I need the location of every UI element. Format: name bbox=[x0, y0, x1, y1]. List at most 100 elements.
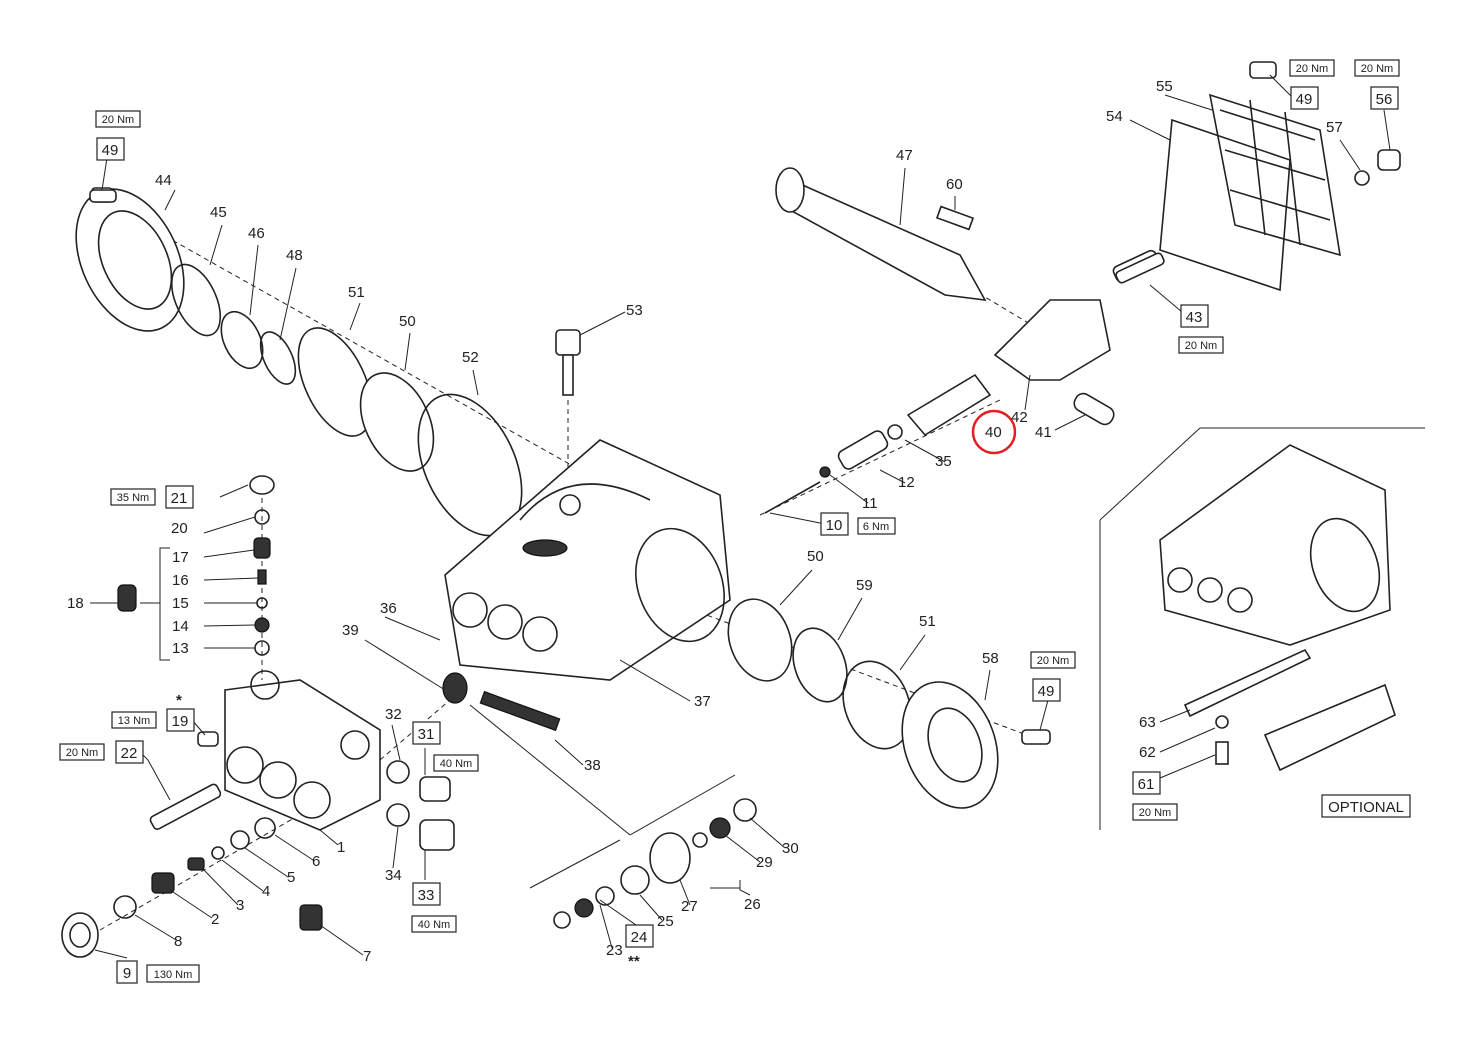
callout[interactable]: 32 bbox=[385, 706, 402, 723]
plunger-guide-40 bbox=[906, 373, 992, 437]
plunger-bolt-10 bbox=[764, 481, 821, 514]
plug-56 bbox=[1377, 149, 1401, 171]
callout[interactable]: 57 bbox=[1326, 119, 1343, 136]
callout[interactable]: 25 bbox=[657, 913, 674, 930]
screw-49-right bbox=[1021, 729, 1051, 745]
callout[interactable]: 48 bbox=[286, 247, 303, 264]
callout[interactable]: 23 bbox=[606, 942, 623, 959]
callout[interactable]: 39 bbox=[342, 622, 359, 639]
callout[interactable]: 46 bbox=[248, 225, 265, 242]
key-60 bbox=[935, 205, 975, 231]
part-box[interactable]: 56 bbox=[1376, 91, 1393, 108]
callout[interactable]: 12 bbox=[898, 474, 915, 491]
part-box[interactable]: 19 bbox=[172, 713, 189, 730]
callout[interactable]: 3 bbox=[236, 897, 244, 914]
part-box[interactable]: 31 bbox=[418, 726, 435, 743]
callout[interactable]: 37 bbox=[694, 693, 711, 710]
leader-lines bbox=[90, 74, 1391, 959]
torque-label: 40 Nm bbox=[418, 919, 450, 931]
callout[interactable]: 8 bbox=[174, 933, 182, 950]
part-box[interactable]: 49 bbox=[1038, 683, 1055, 700]
pin-41 bbox=[1073, 392, 1115, 426]
callout[interactable]: 17 bbox=[172, 549, 189, 566]
callout[interactable]: 53 bbox=[626, 302, 643, 319]
callout-highlighted[interactable]: 40 bbox=[985, 424, 1002, 441]
callout[interactable]: 13 bbox=[172, 640, 189, 657]
callout[interactable]: 29 bbox=[756, 854, 773, 871]
callout[interactable]: 14 bbox=[172, 618, 189, 635]
callout[interactable]: 18 bbox=[67, 595, 84, 612]
spring-16 bbox=[257, 569, 267, 585]
callout[interactable]: 20 bbox=[171, 520, 188, 537]
callout[interactable]: 58 bbox=[982, 650, 999, 667]
o-ring-32 bbox=[386, 760, 410, 784]
o-ring-51-right bbox=[842, 660, 912, 750]
torque-label: 20 Nm bbox=[66, 747, 98, 759]
callout[interactable]: 27 bbox=[681, 898, 698, 915]
callout[interactable]: 50 bbox=[399, 313, 416, 330]
callout[interactable]: 11 bbox=[862, 495, 878, 512]
callout[interactable]: 45 bbox=[210, 204, 227, 221]
retainer-27 bbox=[649, 832, 691, 884]
callout[interactable]: 4 bbox=[262, 883, 270, 900]
torque-label: 6 Nm bbox=[863, 521, 889, 533]
plunger-12 bbox=[837, 430, 889, 470]
part-box[interactable]: 49 bbox=[102, 142, 119, 159]
callout[interactable]: 51 bbox=[919, 613, 936, 630]
callout[interactable]: 5 bbox=[287, 869, 295, 886]
callout[interactable]: 59 bbox=[856, 577, 873, 594]
o-ring-6 bbox=[254, 817, 276, 839]
part-box[interactable]: 10 bbox=[826, 517, 843, 534]
bolt-22 bbox=[149, 783, 222, 830]
bearing-cover-44 bbox=[75, 187, 185, 332]
callout[interactable]: 60 bbox=[946, 176, 963, 193]
plug-33 bbox=[419, 819, 455, 851]
torque-label: 20 Nm bbox=[102, 114, 134, 126]
valve-assembly-18 bbox=[117, 584, 137, 612]
o-ring-45 bbox=[170, 263, 222, 337]
callout[interactable]: 35 bbox=[935, 453, 952, 470]
part-box[interactable]: 43 bbox=[1186, 309, 1203, 326]
asterisk-mark: * bbox=[176, 692, 182, 709]
manifold-1 bbox=[224, 670, 381, 831]
part-box[interactable]: 33 bbox=[418, 887, 435, 904]
callout[interactable]: 15 bbox=[172, 595, 189, 612]
callout[interactable]: 62 bbox=[1139, 744, 1156, 761]
part-box[interactable]: 24 bbox=[631, 929, 648, 946]
callout[interactable]: 38 bbox=[584, 757, 601, 774]
washer-30 bbox=[733, 798, 757, 822]
bearing-50-right bbox=[727, 598, 793, 682]
part-box[interactable]: 9 bbox=[123, 965, 131, 982]
callout[interactable]: 6 bbox=[312, 853, 320, 870]
part-box[interactable]: 22 bbox=[121, 745, 138, 762]
callout[interactable]: 52 bbox=[462, 349, 479, 366]
callout[interactable]: 55 bbox=[1156, 78, 1173, 95]
callout[interactable]: 36 bbox=[380, 600, 397, 617]
callout[interactable]: 16 bbox=[172, 572, 189, 589]
callout[interactable]: 42 bbox=[1011, 409, 1028, 426]
callout[interactable]: 7 bbox=[363, 948, 371, 965]
callout[interactable]: 1 bbox=[337, 839, 345, 856]
valve-5 bbox=[230, 830, 250, 850]
part-box[interactable]: 21 bbox=[171, 490, 188, 507]
callout[interactable]: 44 bbox=[155, 172, 172, 189]
ring-23 bbox=[553, 911, 571, 929]
screw-43 bbox=[1115, 252, 1165, 284]
part-box[interactable]: 61 bbox=[1138, 776, 1155, 793]
callout[interactable]: 63 bbox=[1139, 714, 1156, 731]
double-asterisk-mark: ** bbox=[628, 953, 640, 970]
o-ring-8 bbox=[113, 895, 137, 919]
callout[interactable]: 54 bbox=[1106, 108, 1123, 125]
callout[interactable]: 50 bbox=[807, 548, 824, 565]
callout[interactable]: 47 bbox=[896, 147, 913, 164]
seal-46 bbox=[220, 310, 264, 370]
callout[interactable]: 51 bbox=[348, 284, 365, 301]
callout[interactable]: 41 bbox=[1035, 424, 1052, 441]
callout[interactable]: 2 bbox=[211, 911, 219, 928]
ring-26 bbox=[692, 832, 708, 848]
part-box[interactable]: 49 bbox=[1296, 91, 1313, 108]
callout[interactable]: 26 bbox=[744, 896, 761, 913]
callout[interactable]: 34 bbox=[385, 867, 402, 884]
torque-label: 20 Nm bbox=[1037, 655, 1069, 667]
callout[interactable]: 30 bbox=[782, 840, 799, 857]
